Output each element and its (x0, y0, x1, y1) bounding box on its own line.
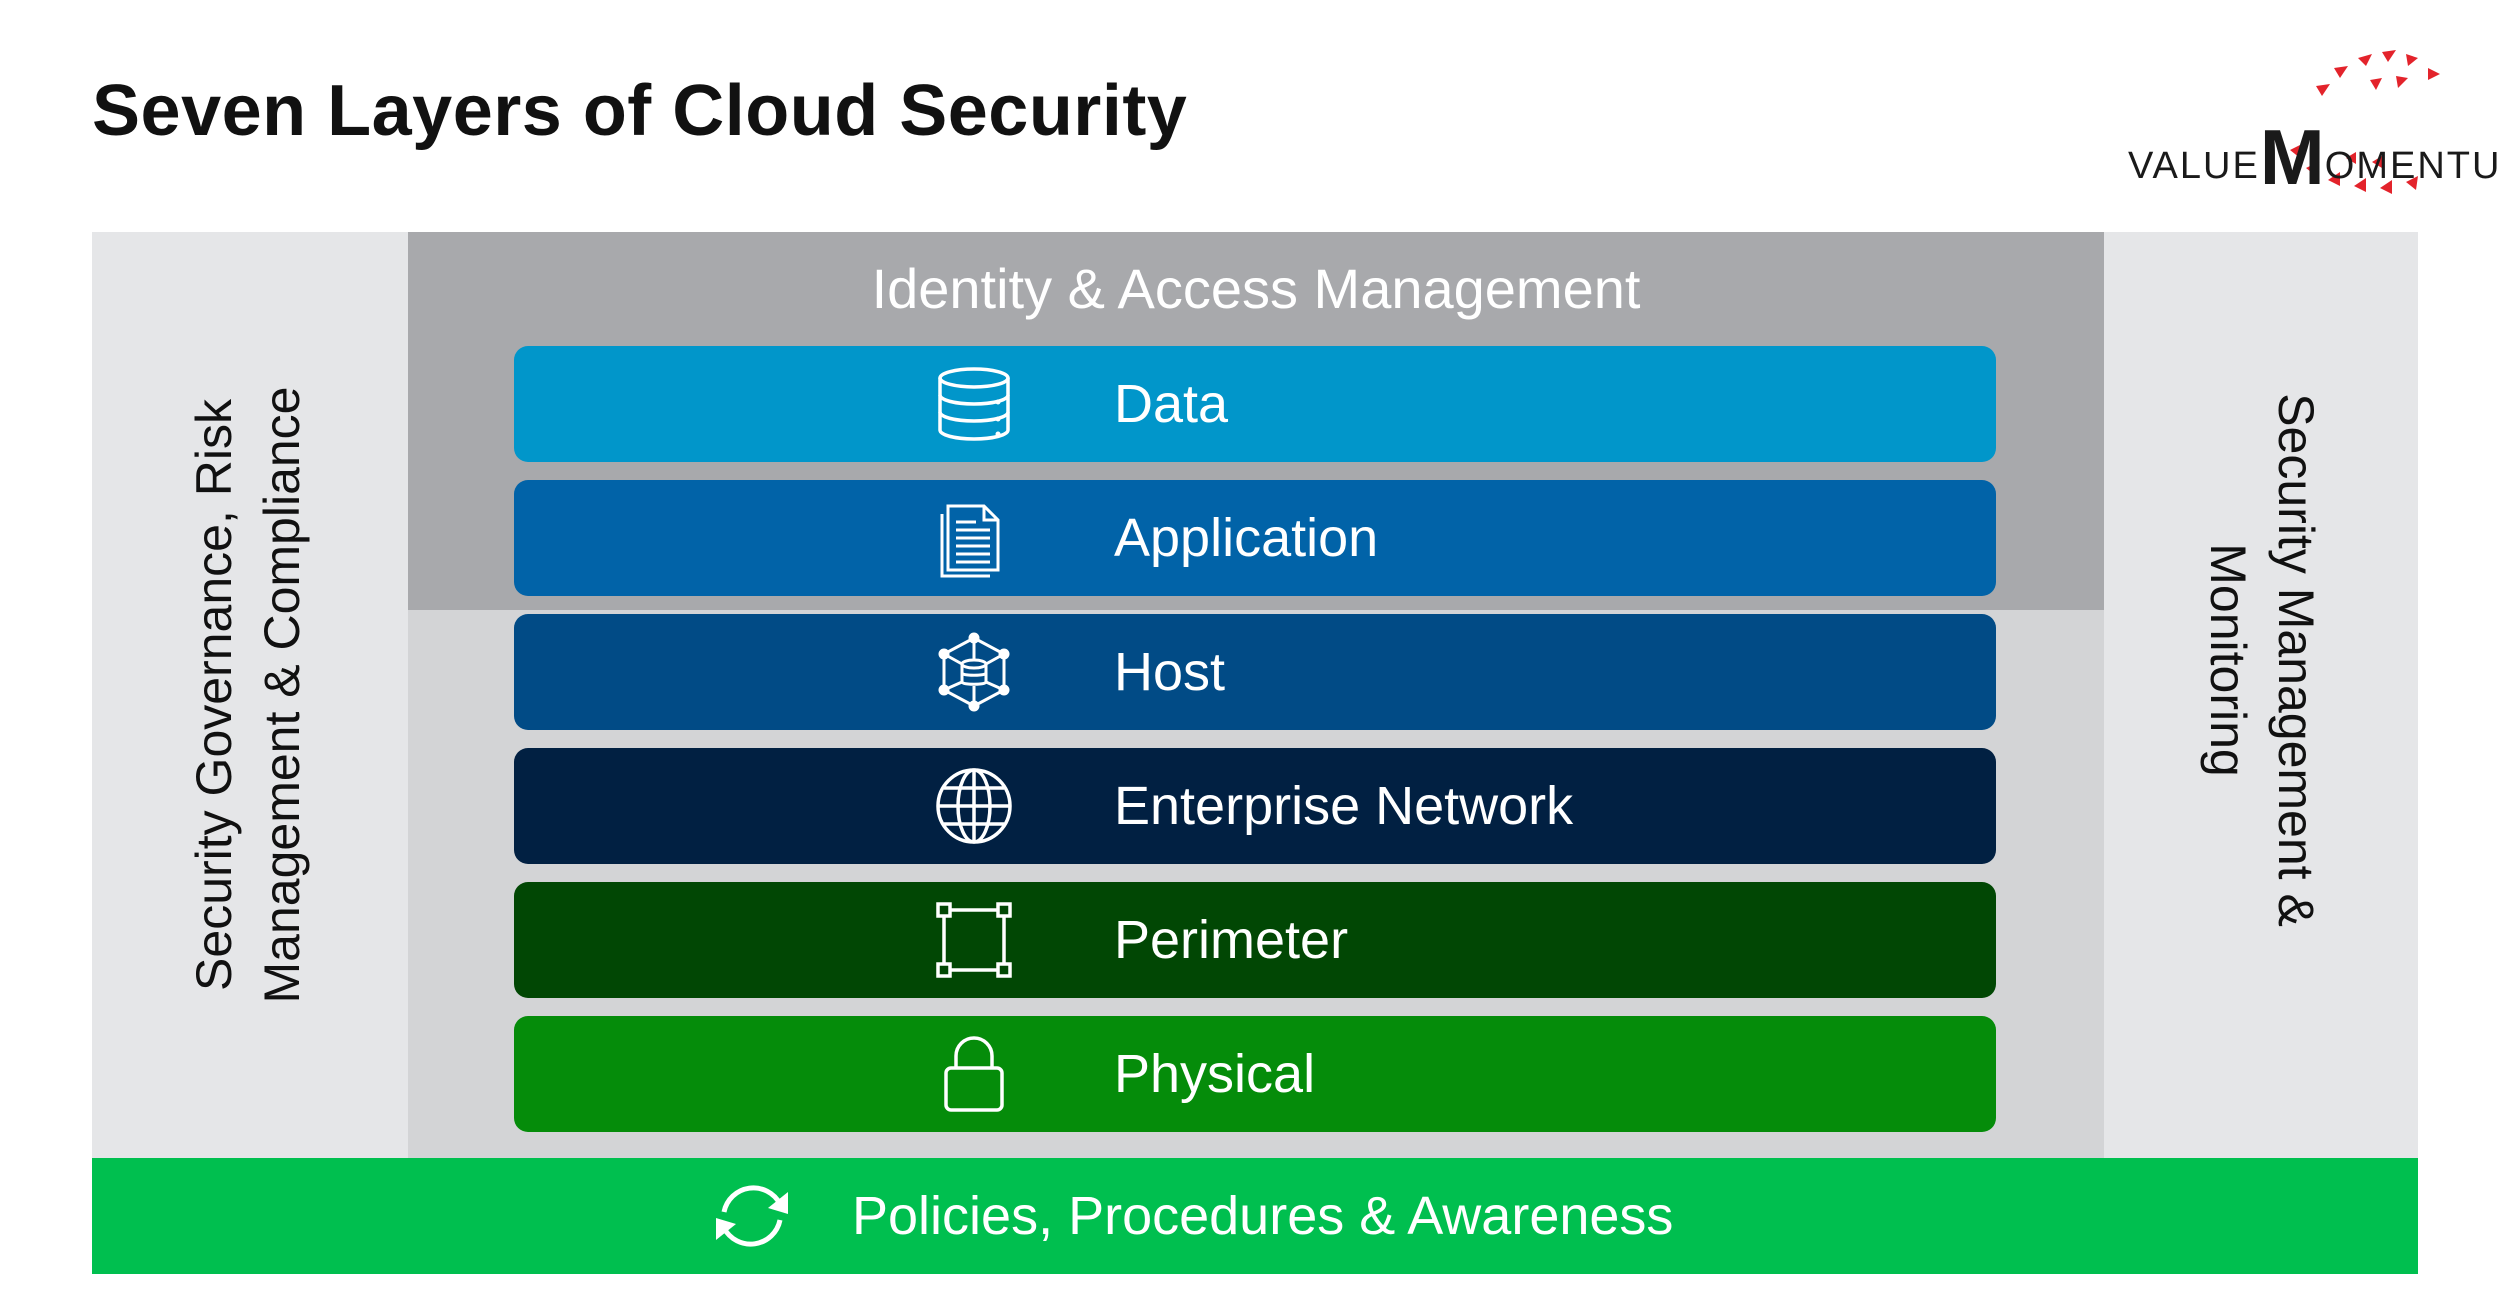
refresh-cycle-icon (704, 1174, 800, 1258)
layer-application: Application (514, 480, 1996, 596)
layer-label: Enterprise Network (1114, 776, 1574, 836)
document-icon (934, 498, 1014, 578)
governance-label: Security Governance, Risk Management & C… (186, 386, 310, 1004)
host-network-icon (934, 632, 1014, 712)
layer-perimeter: Perimeter (514, 882, 1996, 998)
identity-access-label: Identity & Access Management (871, 257, 1641, 320)
database-icon (934, 364, 1014, 444)
monitoring-label: Security Management & Monitoring (2200, 393, 2324, 927)
layer-physical: Physical (514, 1016, 1996, 1132)
layer-enterprise-network: Enterprise Network (514, 748, 1996, 864)
page-title: Seven Layers of Cloud Security (92, 71, 1188, 151)
governance-band (92, 232, 408, 1158)
perimeter-square-icon (934, 900, 1014, 980)
layer-label: Physical (1114, 1044, 1316, 1104)
layer-data: Data (514, 346, 1996, 462)
layer-label: Application (1114, 508, 1379, 568)
layer-label: Perimeter (1114, 910, 1349, 970)
globe-icon (934, 766, 1014, 846)
layer-label: Host (1114, 642, 1226, 702)
policies-band: Policies, Procedures & Awareness (92, 1158, 2418, 1274)
lock-icon (934, 1034, 1014, 1114)
logo-triangles-icon (2290, 50, 2440, 194)
layer-label: Data (1114, 374, 1229, 434)
policies-label: Policies, Procedures & Awareness (852, 1186, 1674, 1246)
company-logo: VALUEMOMENTUM (2110, 40, 2500, 210)
layer-host: Host (514, 614, 1996, 730)
logo-wordmark: VALUEMOMENTUM (2128, 113, 2500, 201)
monitoring-band (2104, 232, 2418, 1158)
